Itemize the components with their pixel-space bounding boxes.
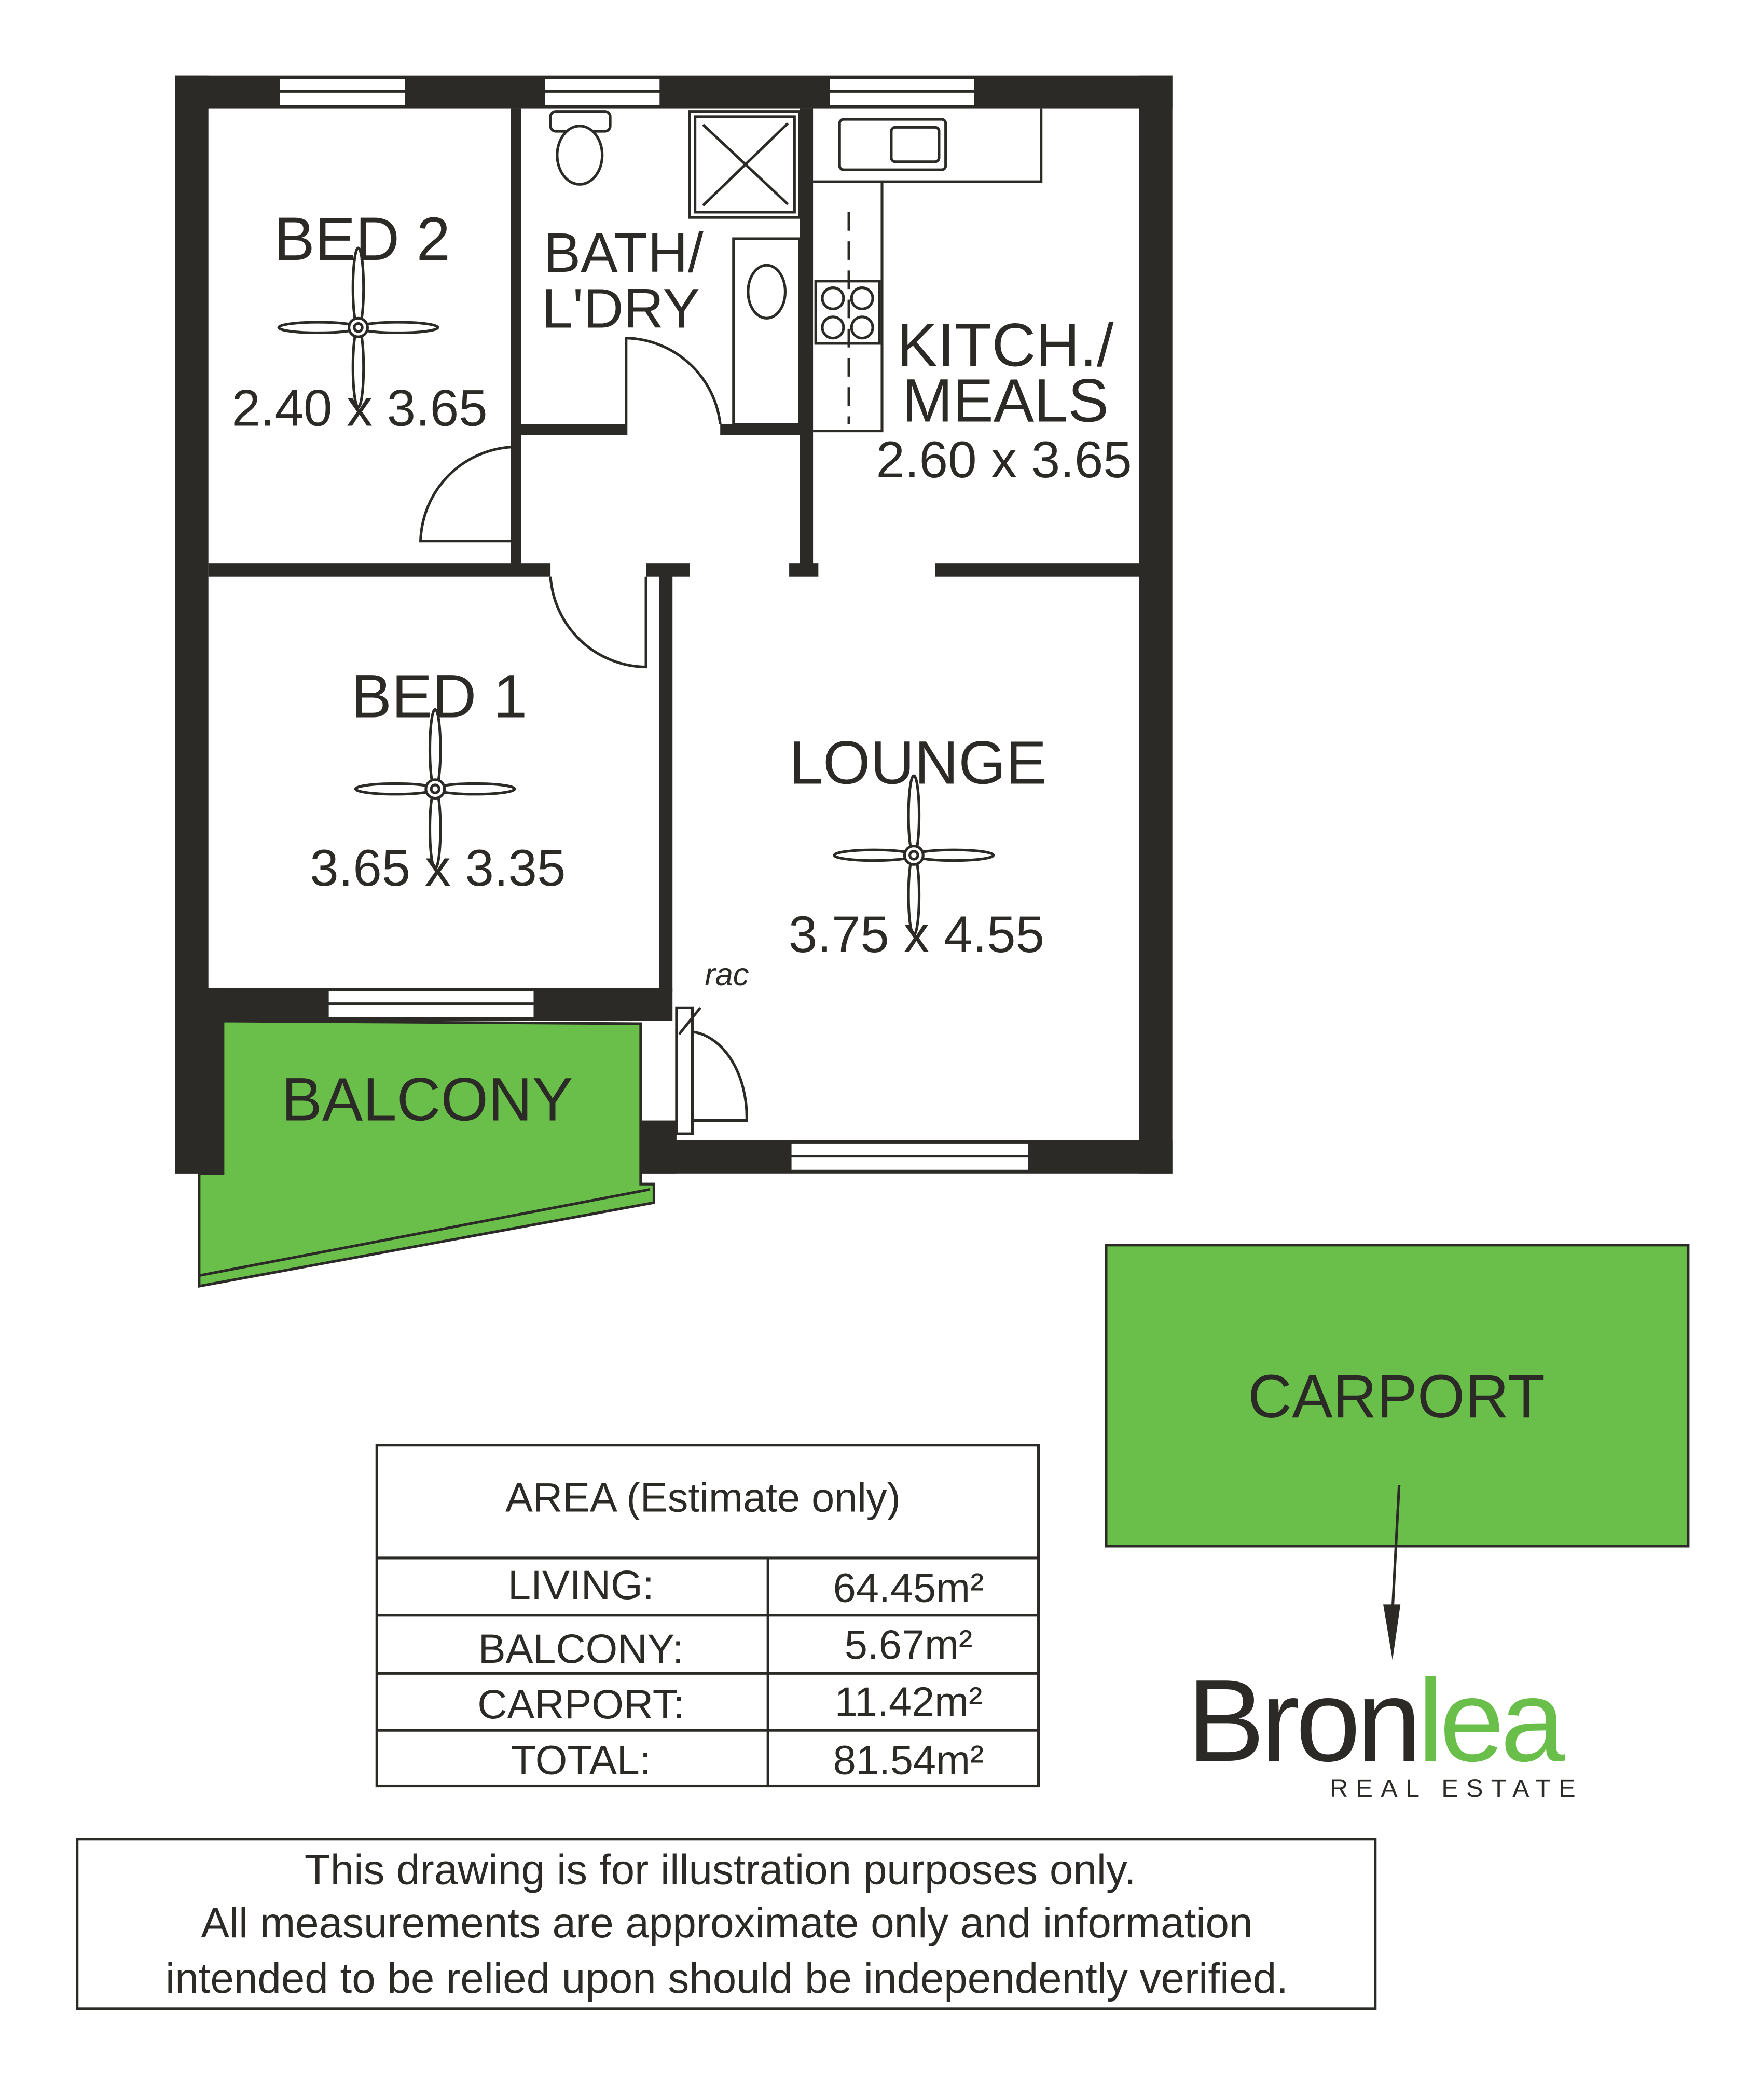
area-value-total: 81.54m² <box>833 1737 984 1783</box>
room-size-lounge: 3.75 x 4.55 <box>789 906 1044 963</box>
area-value-balcony: 5.67m² <box>845 1621 973 1667</box>
kitchen-fixtures <box>813 108 1043 433</box>
area-label-balcony: BALCONY: <box>478 1625 684 1672</box>
disclaimer-box: This drawing is for illustration purpose… <box>76 1838 1377 2010</box>
area-value-carport: 11.42m² <box>835 1678 983 1725</box>
balcony-area <box>198 1019 655 1288</box>
doors <box>419 337 748 1135</box>
disclaimer-line: intended to be relied upon should be ind… <box>166 1955 1288 2002</box>
svg-text:Bronlea: Bronlea <box>1187 1655 1566 1786</box>
windows <box>278 77 1030 1172</box>
room-name-laundry: L'DRY <box>542 277 700 339</box>
area-table-title: AREA (Estimate only) <box>505 1474 901 1520</box>
room-name-carport: CARPORT <box>1248 1362 1545 1430</box>
room-name-balcony: BALCONY <box>281 1066 573 1134</box>
arrow-line <box>1391 1485 1401 1611</box>
room-name-bed2: BED 2 <box>274 205 450 273</box>
room-name-lounge: LOUNGE <box>789 728 1046 796</box>
room-size-bed2: 2.40 x 3.65 <box>231 379 487 437</box>
area-table: AREA (Estimate only) LIVING: 64.45m² BAL… <box>375 1444 1040 1788</box>
area-label-total: TOTAL: <box>511 1737 651 1783</box>
room-size-kitchen: 2.60 x 3.65 <box>876 431 1132 489</box>
room-name-kitchen: KITCH./ <box>897 311 1114 379</box>
logo-tagline: REAL ESTATE <box>1330 1774 1583 1802</box>
logo-lea: lea <box>1417 1655 1566 1786</box>
arrow-head-icon <box>1383 1604 1401 1660</box>
room-name-bath: BATH/ <box>544 222 704 284</box>
room-name-meals: MEALS <box>902 367 1109 435</box>
walls <box>175 75 1173 1174</box>
area-value-living: 64.45m² <box>833 1564 984 1610</box>
bathroom-fixtures <box>549 110 802 426</box>
disclaimer-line: This drawing is for illustration purpose… <box>305 1846 1136 1894</box>
disclaimer-line: All measurements are approximate only an… <box>201 1899 1252 1947</box>
area-label-living: LIVING: <box>508 1562 654 1608</box>
logo-bron: Bron <box>1187 1655 1417 1786</box>
rac-label: rac <box>705 956 749 992</box>
area-label-carport: CARPORT: <box>477 1681 684 1727</box>
room-size-bed1: 3.65 x 3.35 <box>310 839 566 897</box>
carport-area <box>1105 1244 1690 1548</box>
room-name-bed1: BED 1 <box>351 663 528 731</box>
bronlea-logo: Bronlea REAL ESTATE <box>1187 1655 1583 1802</box>
